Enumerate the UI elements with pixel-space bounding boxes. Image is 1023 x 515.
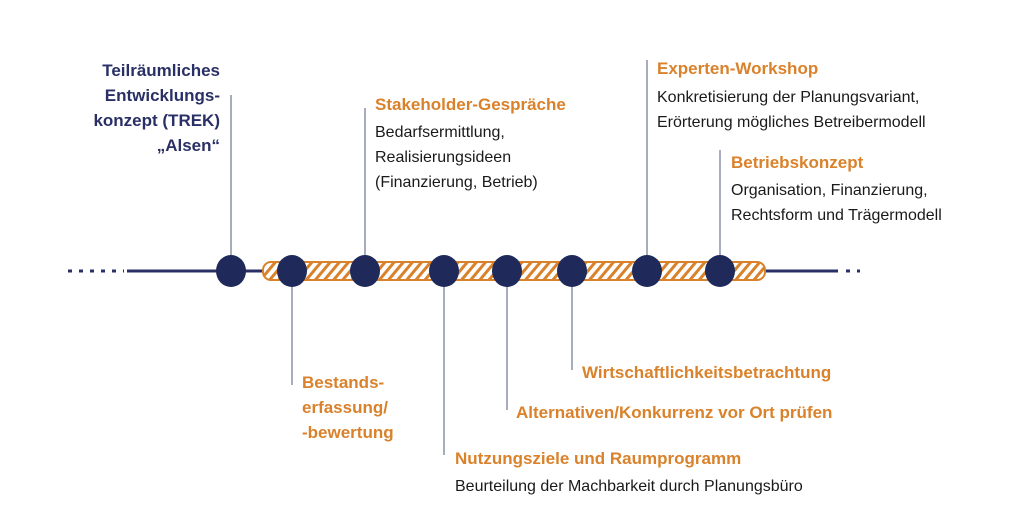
label-line: Organisation, Finanzierung,	[731, 182, 928, 199]
label-line: Entwicklungs-	[104, 86, 220, 105]
wirtschaft-label: Wirtschaftlichkeitsbetrachtung	[582, 363, 832, 382]
milestone-bestand	[277, 255, 307, 287]
label-line: Konkretisierung der Planungsvariant,	[657, 89, 920, 106]
milestone-nutzung	[429, 255, 459, 287]
bestand-label: Bestands- erfassung/ -bewertung	[302, 370, 394, 445]
label-line: (Finanzierung, Betrieb)	[375, 174, 538, 191]
label-line: Realisierungsideen	[375, 149, 512, 166]
milestone-experten	[632, 255, 662, 287]
label-line: erfassung/	[302, 398, 388, 417]
milestone-trek	[216, 255, 246, 287]
milestone-stakeholder	[350, 255, 380, 287]
milestone-wirtschaft	[557, 255, 587, 287]
label-line: Teilräumliches	[102, 61, 220, 80]
label-line: „Alsen“	[156, 136, 220, 155]
nutzung-label: Nutzungsziele und Raumprogramm Beurteilu…	[455, 446, 803, 499]
label-line: -bewertung	[302, 423, 394, 442]
label-line: Bestands-	[302, 373, 385, 392]
label-line: konzept (TREK)	[93, 111, 220, 130]
label-title: Experten-Workshop	[657, 59, 819, 78]
label-title: Nutzungsziele und Raumprogramm	[455, 449, 742, 468]
stakeholder-label: Stakeholder-Gespräche Bedarfsermittlung,…	[375, 92, 566, 195]
experten-label: Experten-Workshop Konkretisierung der Pl…	[657, 56, 926, 135]
label-title: Betriebskonzept	[731, 153, 864, 172]
connector-lines	[230, 60, 721, 455]
label-line: Bedarfsermittlung,	[375, 124, 505, 141]
trek-label: Teilräumliches Entwicklungs- konzept (TR…	[93, 58, 220, 158]
label-title: Stakeholder-Gespräche	[375, 95, 566, 114]
milestone-alternativen	[492, 255, 522, 287]
betrieb-label: Betriebskonzept Organisation, Finanzieru…	[731, 150, 942, 228]
label-line: Erörterung mögliches Betreibermodell	[657, 114, 926, 131]
label-line: Beurteilung der Machbarkeit durch Planun…	[455, 478, 803, 495]
milestone-betrieb	[705, 255, 735, 287]
label-line: Rechtsform und Trägermodell	[731, 207, 942, 224]
alternativen-label: Alternativen/Konkurrenz vor Ort prüfen	[516, 403, 833, 422]
